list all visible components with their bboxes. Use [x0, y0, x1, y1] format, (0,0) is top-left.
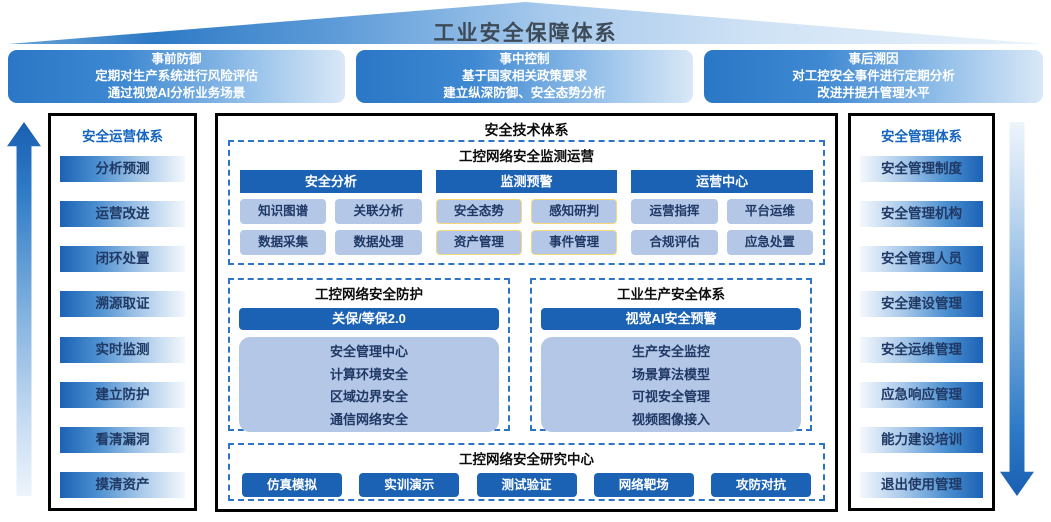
- box-title: 工控网络安全研究中心: [459, 452, 594, 467]
- security-management-panel: 安全管理体系 安全管理制度 安全管理机构 安全管理人员 安全建设管理 安全运维管…: [848, 113, 995, 511]
- chip: 安全态势: [435, 199, 522, 224]
- network-protection-box: 工控网络安全防护 关保/等保2.0 安全管理中心 计算环境安全 区域边界安全 通…: [228, 278, 510, 432]
- banner-title: 事前防御: [151, 52, 202, 66]
- box-title: 工控网络安全防护: [315, 287, 423, 302]
- banner-line: 改进并提升管理水平: [817, 86, 930, 100]
- list-item: 实时监测: [60, 336, 185, 363]
- group-operations-center: 运营中心 运营指挥 平台运维 合规评估 应急处置: [631, 170, 814, 255]
- box-title: 工业生产安全体系: [617, 287, 725, 302]
- up-arrow-icon: [7, 122, 41, 496]
- group-security-analysis: 安全分析 知识图谱 关联分析 数据采集 数据处理: [240, 170, 422, 255]
- box-title: 工控网络安全监测运营: [459, 149, 594, 164]
- banner-post-incident: 事后溯因 对工控安全事件进行定期分析 改进并提升管理水平: [704, 50, 1043, 103]
- chip: 感知研判: [531, 199, 618, 224]
- research-button: 实训演示: [359, 473, 460, 497]
- list-item: 建立防护: [60, 381, 185, 408]
- banner-line: 建立纵深防御、安全态势分析: [443, 86, 606, 100]
- research-center-box: 工控网络安全研究中心 仿真模拟 实训演示 测试验证 网络靶场 攻防对抗: [228, 443, 825, 501]
- research-button: 攻防对抗: [711, 473, 811, 497]
- protection-header: 关保/等保2.0: [239, 308, 499, 330]
- panel-title: 安全技术体系: [484, 122, 569, 138]
- security-technology-panel: 安全技术体系 工控网络安全监测运营 安全分析 知识图谱 关联分析 数据采集 数据…: [215, 113, 838, 512]
- panel-title: 安全管理体系: [881, 129, 962, 144]
- chip: 运营指挥: [631, 199, 718, 224]
- list-item: 安全管理人员: [860, 246, 983, 273]
- banner-line: 定期对生产系统进行风险评估: [95, 69, 258, 83]
- list-item: 闭环处置: [60, 246, 185, 273]
- group-header: 监测预警: [435, 170, 618, 193]
- list-item: 看清漏洞: [60, 426, 185, 453]
- banner-in-incident: 事中控制 基于国家相关政策要求 建立纵深防御、安全态势分析: [356, 50, 693, 103]
- list-item: 区域边界安全: [329, 389, 408, 405]
- list-item: 视频图像接入: [631, 412, 710, 428]
- chip-grid: 运营指挥 平台运维 合规评估 应急处置: [631, 199, 814, 255]
- banner-line: 对工控安全事件进行定期分析: [792, 69, 955, 83]
- page-title: 工业安全保障体系: [433, 22, 618, 45]
- chip-grid: 安全态势 感知研判 资产管理 事件管理: [435, 199, 618, 255]
- chip: 合规评估: [631, 230, 718, 255]
- chip: 事件管理: [531, 230, 618, 255]
- chip: 资产管理: [435, 230, 522, 255]
- list-item: 应急响应管理: [860, 381, 983, 408]
- group-header: 运营中心: [631, 170, 814, 193]
- chip: 数据采集: [240, 230, 327, 255]
- chip: 平台运维: [726, 199, 814, 224]
- list-item: 分析预测: [60, 156, 185, 182]
- group-header: 安全分析: [240, 170, 422, 193]
- research-button: 测试验证: [476, 473, 577, 497]
- chip: 关联分析: [335, 199, 422, 224]
- management-list: 安全管理制度 安全管理机构 安全管理人员 安全建设管理 安全运维管理 应急响应管…: [860, 152, 983, 498]
- production-header: 视觉AI安全预警: [541, 308, 801, 330]
- chip: 应急处置: [726, 230, 814, 255]
- down-arrow-icon: [1000, 122, 1034, 496]
- list-item: 摸清资产: [60, 471, 185, 498]
- banner-title: 事后溯因: [848, 52, 899, 66]
- protection-items: 安全管理中心 计算环境安全 区域边界安全 通信网络安全: [239, 337, 499, 432]
- list-item: 能力建设培训: [860, 426, 983, 453]
- security-operations-panel: 安全运营体系 分析预测 运营改进 闭环处置 溯源取证 实时监测 建立防护 看清漏…: [48, 113, 197, 511]
- production-items: 生产安全监控 场景算法模型 可视安全管理 视频图像接入: [541, 337, 801, 432]
- list-item: 计算环境安全: [329, 366, 408, 382]
- research-buttons: 仿真模拟 实训演示 测试验证 网络靶场 攻防对抗: [230, 468, 823, 497]
- list-item: 溯源取证: [60, 291, 185, 318]
- operations-list: 分析预测 运营改进 闭环处置 溯源取证 实时监测 建立防护 看清漏洞 摸清资产: [60, 152, 185, 498]
- monitoring-operations-box: 工控网络安全监测运营 安全分析 知识图谱 关联分析 数据采集 数据处理 监测预警…: [228, 140, 825, 265]
- list-item: 退出使用管理: [860, 471, 983, 498]
- list-item: 通信网络安全: [329, 412, 408, 428]
- list-item: 生产安全监控: [631, 343, 710, 359]
- chip: 数据处理: [335, 230, 422, 255]
- banner-line: 通过视觉AI分析业务场景: [107, 86, 246, 100]
- production-safety-box: 工业生产安全体系 视觉AI安全预警 生产安全监控 场景算法模型 可视安全管理 视…: [530, 278, 812, 432]
- panel-title: 安全运营体系: [82, 129, 163, 144]
- list-item: 安全管理中心: [329, 343, 408, 359]
- banner-pre-incident: 事前防御 定期对生产系统进行风险评估 通过视觉AI分析业务场景: [8, 50, 345, 103]
- banner-title: 事中控制: [499, 52, 550, 66]
- chip: 知识图谱: [240, 199, 327, 224]
- research-button: 仿真模拟: [242, 473, 342, 497]
- list-item: 运营改进: [60, 201, 185, 228]
- banner-line: 基于国家相关政策要求: [461, 69, 587, 83]
- list-item: 安全管理机构: [860, 201, 983, 228]
- list-item: 可视安全管理: [631, 389, 710, 405]
- group-monitoring-warning: 监测预警 安全态势 感知研判 资产管理 事件管理: [435, 170, 618, 255]
- chip-grid: 知识图谱 关联分析 数据采集 数据处理: [240, 199, 422, 255]
- list-item: 场景算法模型: [631, 366, 710, 382]
- list-item: 安全建设管理: [860, 291, 983, 318]
- monitoring-groups: 安全分析 知识图谱 关联分析 数据采集 数据处理 监测预警 安全态势 感知研判 …: [230, 165, 823, 255]
- list-item: 安全管理制度: [860, 156, 983, 182]
- research-button: 网络靶场: [593, 473, 694, 497]
- list-item: 安全运维管理: [860, 336, 983, 363]
